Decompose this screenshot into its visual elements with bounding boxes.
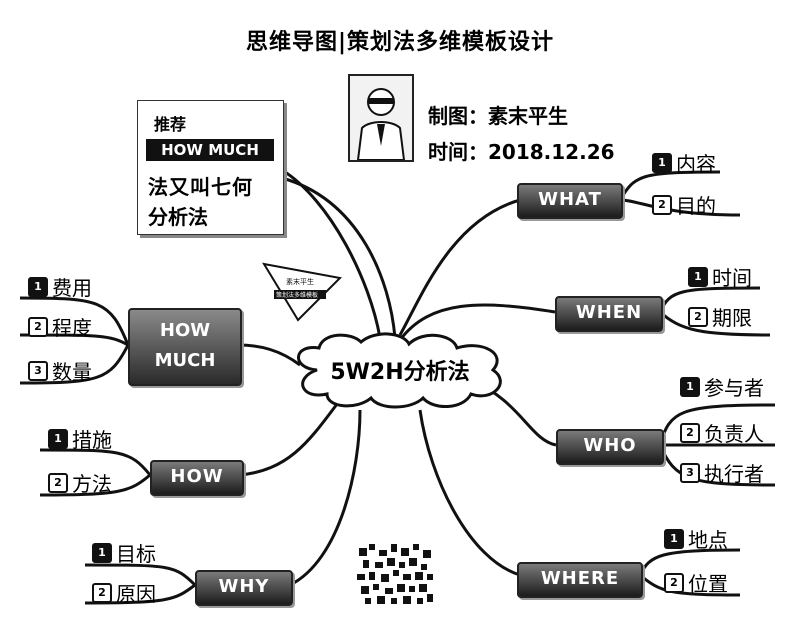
- branch-how-much-line1: HOW: [159, 320, 211, 341]
- branch-where[interactable]: WHERE: [517, 562, 643, 598]
- date-value: 2018.12.26: [488, 140, 615, 164]
- branch-how-much[interactable]: HOW MUCH: [128, 308, 242, 386]
- date-line: 时间：2018.12.26: [428, 136, 615, 165]
- number-badge-icon: 1: [688, 266, 708, 287]
- number-badge-icon: 2: [680, 422, 700, 443]
- number-badge-icon: 2: [652, 194, 672, 215]
- brand-logo: 素末平生 策划法多维模板: [261, 262, 343, 322]
- note-howmuch: HOW MUCH: [146, 139, 274, 161]
- number-badge-icon: 2: [688, 306, 708, 327]
- branch-what[interactable]: WHAT: [517, 183, 623, 219]
- branch-who[interactable]: WHO: [556, 429, 664, 465]
- author-label: 制图：: [428, 104, 488, 128]
- note-box: 推荐 HOW MUCH 法又叫七何 分析法: [137, 100, 284, 235]
- qr-code-icon: [355, 540, 437, 610]
- number-badge-icon: 3: [680, 462, 700, 483]
- number-badge-icon: 1: [680, 376, 700, 397]
- note-alias: 法又叫七何: [148, 175, 253, 199]
- number-badge-icon: 1: [28, 276, 48, 297]
- number-badge-icon: 2: [664, 572, 684, 593]
- branch-how-much-line2: MUCH: [154, 350, 216, 371]
- logo-top-text: 素末平生: [286, 277, 314, 286]
- central-topic-label: 5W2H分析法: [330, 360, 470, 385]
- author-name: 素末平生: [488, 104, 568, 128]
- note-recommend: 推荐: [154, 115, 187, 134]
- author-avatar: [348, 74, 414, 162]
- branch-how[interactable]: HOW: [150, 460, 244, 496]
- diagram-title: 思维导图|策划法多维模板设计: [245, 30, 555, 55]
- note-method: 分析法: [148, 205, 208, 229]
- number-badge-icon: 1: [652, 152, 672, 173]
- date-label: 时间：: [428, 140, 488, 164]
- number-badge-icon: 2: [92, 582, 112, 603]
- branch-why[interactable]: WHY: [195, 570, 293, 606]
- number-badge-icon: 2: [48, 472, 68, 493]
- number-badge-icon: 1: [92, 542, 112, 563]
- branch-when[interactable]: WHEN: [555, 296, 663, 332]
- number-badge-icon: 1: [48, 428, 68, 449]
- author-line: 制图：素末平生: [428, 100, 568, 129]
- number-badge-icon: 3: [28, 360, 48, 381]
- number-badge-icon: 1: [664, 528, 684, 549]
- central-topic[interactable]: 5W2H分析法: [287, 330, 513, 410]
- logo-bottom-text: 策划法多维模板: [276, 291, 318, 299]
- number-badge-icon: 2: [28, 316, 48, 337]
